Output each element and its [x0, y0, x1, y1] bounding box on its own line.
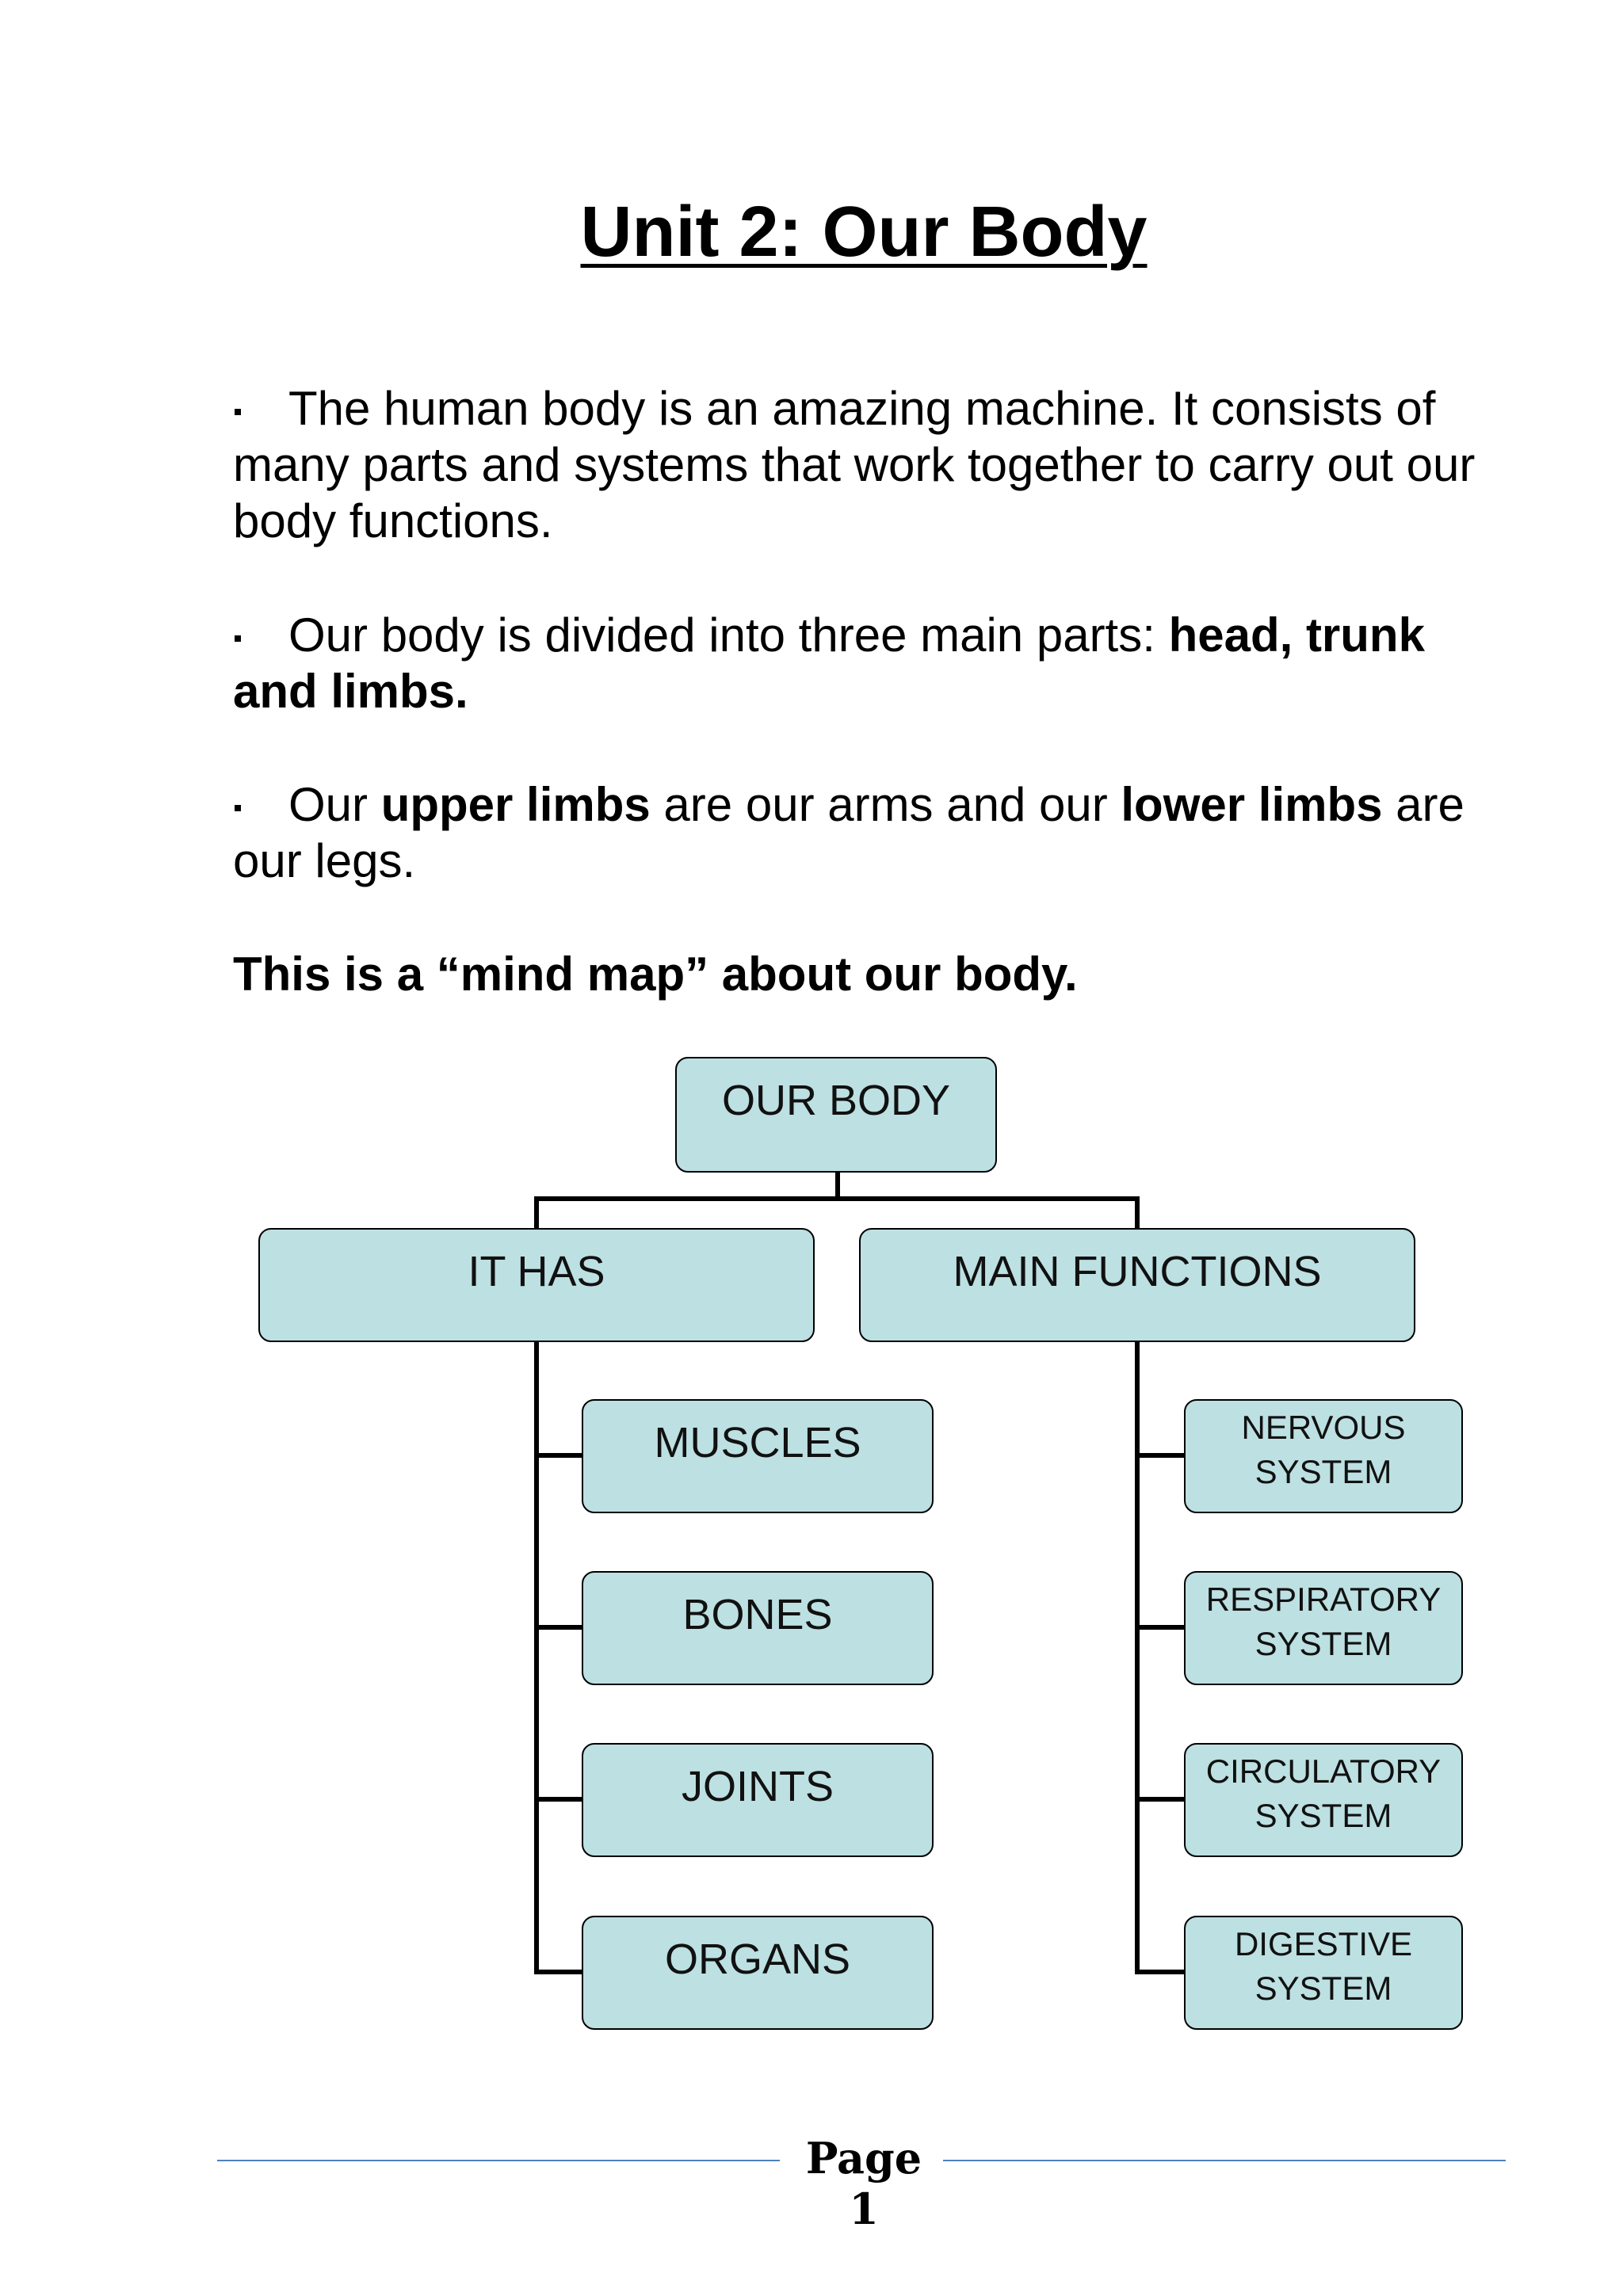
- connector-root-stem: [835, 1170, 840, 1199]
- connector-top-bar: [534, 1196, 1140, 1201]
- connector-right-drop: [1135, 1196, 1140, 1230]
- mindmap-item-joints: JOINTS: [582, 1743, 934, 1857]
- footer-rule-right: [943, 2160, 1506, 2161]
- connector-right-spine: [1135, 1341, 1140, 1974]
- page-number: Page 1: [805, 2133, 922, 2234]
- connector-left-spine: [534, 1341, 539, 1974]
- bullet-icon: [235, 805, 241, 812]
- mindmap-item-bones: BONES: [582, 1571, 934, 1685]
- paragraph-limbs: Our upper limbs are our arms and our low…: [233, 778, 1465, 887]
- mindmap-heading: This is a “mind map” about our body.: [233, 948, 1078, 1001]
- connector-left-drop: [534, 1196, 539, 1230]
- connector-right-tick-1: [1135, 1453, 1186, 1458]
- connector-left-tick-1: [534, 1453, 583, 1458]
- connector-left-tick-2: [534, 1625, 583, 1630]
- paragraph-body-machine: The human body is an amazing machine. It…: [233, 382, 1476, 547]
- bullet-icon: [235, 409, 241, 416]
- footer-rule-left: [217, 2160, 780, 2161]
- page-title: Unit 2: Our Body: [580, 193, 1148, 272]
- connector-right-tick-4: [1135, 1970, 1186, 1974]
- mindmap-item-muscles: MUSCLES: [582, 1399, 934, 1513]
- mindmap-branch-main-functions: MAIN FUNCTIONS: [859, 1228, 1415, 1342]
- mindmap-item-organs: ORGANS: [582, 1916, 934, 2030]
- connector-right-tick-2: [1135, 1625, 1186, 1630]
- connector-left-tick-3: [534, 1797, 583, 1802]
- bullet-icon: [235, 635, 241, 643]
- connector-left-tick-4: [534, 1970, 583, 1974]
- mindmap-branch-it-has: IT HAS: [258, 1228, 815, 1342]
- paragraph-body-parts: Our body is divided into three main part…: [233, 608, 1425, 718]
- mindmap-root-box: OUR BODY: [675, 1057, 997, 1173]
- connector-right-tick-3: [1135, 1797, 1186, 1802]
